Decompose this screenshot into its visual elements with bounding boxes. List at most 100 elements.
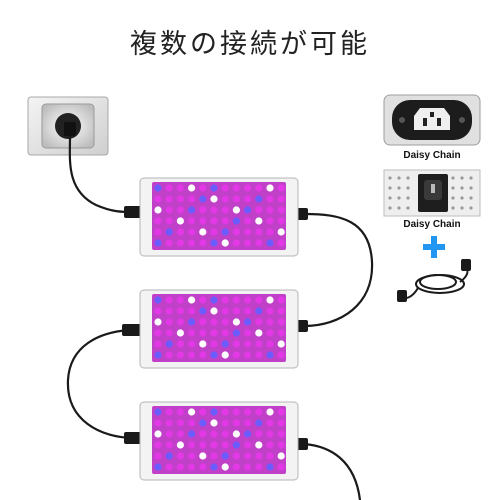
led-dot	[277, 307, 285, 315]
led-dot	[277, 195, 285, 203]
led-dot	[255, 430, 263, 438]
led-dot	[210, 430, 218, 438]
led-dot	[244, 351, 252, 359]
led-dot	[244, 452, 252, 460]
led-dot	[199, 329, 207, 337]
led-dot	[188, 184, 196, 192]
led-dot	[165, 351, 173, 359]
led-dot	[176, 430, 184, 438]
led-dot	[277, 441, 285, 449]
led-dot	[277, 239, 285, 247]
led-dot	[266, 239, 274, 247]
led-dot	[210, 228, 218, 236]
led-dot	[221, 463, 229, 471]
led-dot	[244, 206, 252, 214]
daisy-chain-caption: Daisy Chain	[403, 219, 461, 230]
led-dot	[277, 184, 285, 192]
led-dot	[210, 351, 218, 359]
led-dot	[210, 195, 218, 203]
led-dot	[232, 463, 240, 471]
led-dot	[165, 206, 173, 214]
led-dot	[165, 307, 173, 315]
led-dot	[232, 441, 240, 449]
led-dot	[221, 441, 229, 449]
grow-light-panel	[139, 289, 299, 369]
led-dot	[221, 318, 229, 326]
led-dot	[176, 184, 184, 192]
led-dot	[277, 351, 285, 359]
led-dot	[199, 307, 207, 315]
led-dot	[244, 296, 252, 304]
led-dot	[232, 452, 240, 460]
led-dot	[221, 206, 229, 214]
led-dot	[232, 351, 240, 359]
led-dot	[176, 329, 184, 337]
led-dot	[165, 239, 173, 247]
led-dot	[277, 340, 285, 348]
led-dot	[210, 463, 218, 471]
page-title: 複数の接続が可能	[130, 29, 370, 60]
led-dot	[255, 184, 263, 192]
led-dot	[165, 463, 173, 471]
led-dot	[255, 463, 263, 471]
led-dot	[266, 217, 274, 225]
led-dot	[188, 430, 196, 438]
led-dot	[221, 419, 229, 427]
led-dot	[176, 195, 184, 203]
led-dot	[176, 340, 184, 348]
led-dot	[210, 340, 218, 348]
plus-icon	[423, 236, 445, 258]
led-dot	[210, 239, 218, 247]
led-dot	[266, 463, 274, 471]
led-dot	[210, 408, 218, 416]
led-dot	[154, 441, 162, 449]
led-dot	[199, 463, 207, 471]
led-dot	[165, 184, 173, 192]
led-dot	[255, 195, 263, 203]
led-dot	[232, 239, 240, 247]
led-dot	[277, 452, 285, 460]
led-dot	[221, 452, 229, 460]
led-dot	[165, 340, 173, 348]
led-dot	[266, 452, 274, 460]
power-cable-icon	[397, 259, 471, 302]
grow-light-panel	[139, 177, 299, 257]
led-dot	[221, 307, 229, 315]
led-dot	[210, 441, 218, 449]
led-dot	[199, 351, 207, 359]
led-dot	[188, 307, 196, 315]
led-dot	[154, 318, 162, 326]
daisy-chain-caption: Daisy Chain	[403, 150, 461, 161]
led-dot	[188, 217, 196, 225]
led-dot	[165, 296, 173, 304]
led-dot	[255, 296, 263, 304]
led-dot	[232, 318, 240, 326]
led-dot	[176, 206, 184, 214]
grow-light-panel	[139, 401, 299, 481]
led-dot	[277, 329, 285, 337]
led-dot	[199, 419, 207, 427]
power-cables	[66, 135, 374, 500]
led-dot	[244, 329, 252, 337]
led-dot	[154, 329, 162, 337]
led-dot	[266, 296, 274, 304]
led-dot	[188, 296, 196, 304]
led-dot	[199, 441, 207, 449]
led-dot	[188, 463, 196, 471]
led-dot	[221, 351, 229, 359]
led-dot	[266, 195, 274, 203]
led-dot	[199, 195, 207, 203]
led-dot	[277, 408, 285, 416]
led-dot	[154, 307, 162, 315]
led-dot	[244, 463, 252, 471]
led-dot	[210, 184, 218, 192]
led-dot	[255, 217, 263, 225]
led-dot	[255, 419, 263, 427]
led-dot	[154, 430, 162, 438]
led-dot	[266, 307, 274, 315]
led-dot	[165, 217, 173, 225]
led-dot	[199, 430, 207, 438]
led-dot	[221, 239, 229, 247]
led-dot	[232, 430, 240, 438]
